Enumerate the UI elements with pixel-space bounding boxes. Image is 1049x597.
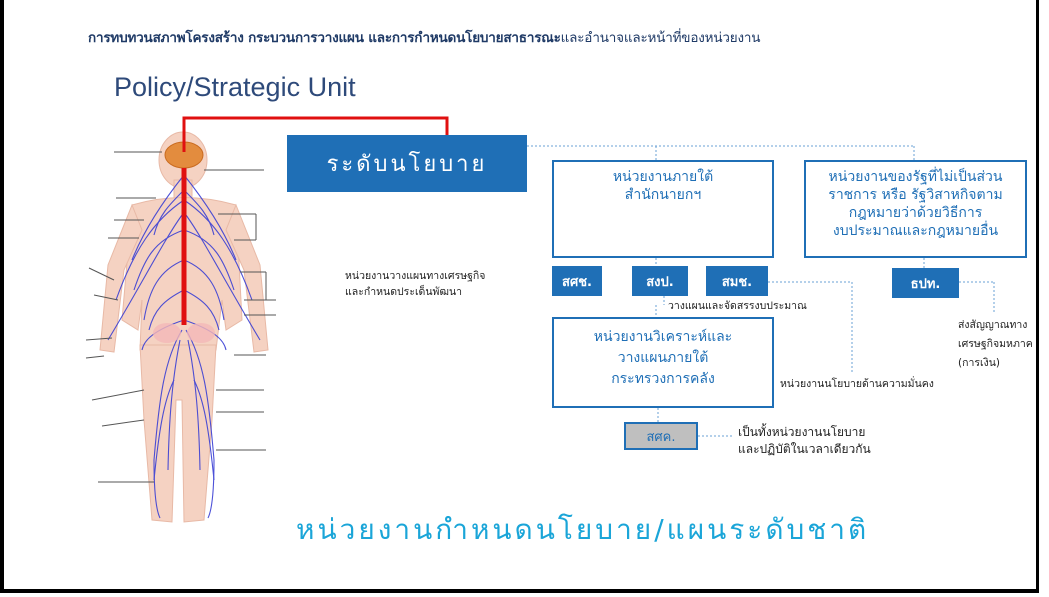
fpo-note-line-2: และปฏิบัติในเวลาเดียวกัน [738, 442, 871, 456]
tag-bot: ธปท. [892, 268, 959, 298]
unit-title: Policy/Strategic Unit [114, 72, 356, 102]
human-body-illustration [85, 131, 276, 523]
brain-to-policy-connector [182, 116, 449, 152]
pm-office-line-2: สำนักนายกฯ [624, 187, 702, 203]
tag-bb: สงป. [632, 266, 688, 296]
fpo-note-line-1: เป็นทั้งหน่วยงานนโยบาย [738, 425, 866, 439]
bb-note: วางแผนและจัดสรรงบประมาณ [668, 300, 807, 312]
tag-fpo: สศค. [624, 422, 698, 450]
nesdc-note: หน่วยงานวางแผนทางเศรษฐกิจ และกำหนดประเด็… [345, 268, 485, 300]
nesdc-note-line-1: หน่วยงานวางแผนทางเศรษฐกิจ [345, 270, 486, 282]
bot-note-line-1: ส่งสัญญาณทาง [958, 319, 1028, 331]
pm-office-line-1: หน่วยงานภายใต้ [612, 169, 714, 185]
page-title: การทบทวนสภาพโครงสร้าง กระบวนการวางแผน แล… [88, 26, 760, 48]
finance-unit-box: หน่วยงานวิเคราะห์และ วางแผนภายใต้ กระทรว… [552, 317, 774, 408]
finance-unit-line-1: หน่วยงานวิเคราะห์และ [593, 329, 733, 345]
tag-nesdc: สศช. [552, 266, 602, 296]
finance-unit-line-3: กระทรวงการคลัง [611, 371, 715, 387]
fpo-note: เป็นทั้งหน่วยงานนโยบาย และปฏิบัติในเวลาเ… [738, 424, 871, 458]
page-title-rest: และอำนาจและหน้าที่ของหน่วยงาน [560, 30, 761, 46]
state-agency-box: หน่วยงานของรัฐที่ไม่เป็นส่วน ราชการ หรือ… [804, 160, 1027, 258]
pm-office-box: หน่วยงานภายใต้ สำนักนายกฯ [552, 160, 774, 258]
nsc-note: หน่วยงานนโยบายด้านความมั่นคง [780, 378, 934, 390]
finance-unit-line-2: วางแผนภายใต้ [617, 350, 709, 366]
nesdc-note-line-2: และกำหนดประเด็นพัฒนา [345, 286, 463, 298]
bot-note-line-3: (การเงิน) [958, 357, 1000, 369]
bot-note: ส่งสัญญาณทาง เศรษฐกิจมหภาค (การเงิน) [958, 316, 1033, 373]
state-agency-line-2: ราชการ หรือ รัฐวิสาหกิจตาม [828, 187, 1003, 203]
tag-nsc: สมช. [706, 266, 768, 296]
bottom-title: หน่วยงานกำหนดนโยบาย/แผนระดับชาติ [296, 513, 870, 546]
policy-level-box: ระดับนโยบาย [287, 135, 527, 192]
page-title-bold: การทบทวนสภาพโครงสร้าง กระบวนการวางแผน แล… [88, 30, 561, 46]
diagram-graphics [85, 116, 995, 523]
org-connectors [527, 145, 995, 437]
bot-note-line-2: เศรษฐกิจมหภาค [958, 338, 1033, 350]
state-agency-line-4: งบประมาณและกฎหมายอื่น [832, 223, 999, 239]
state-agency-line-1: หน่วยงานของรัฐที่ไม่เป็นส่วน [828, 169, 1003, 185]
state-agency-line-3: กฎหมายว่าด้วยวิธีการ [848, 205, 983, 221]
